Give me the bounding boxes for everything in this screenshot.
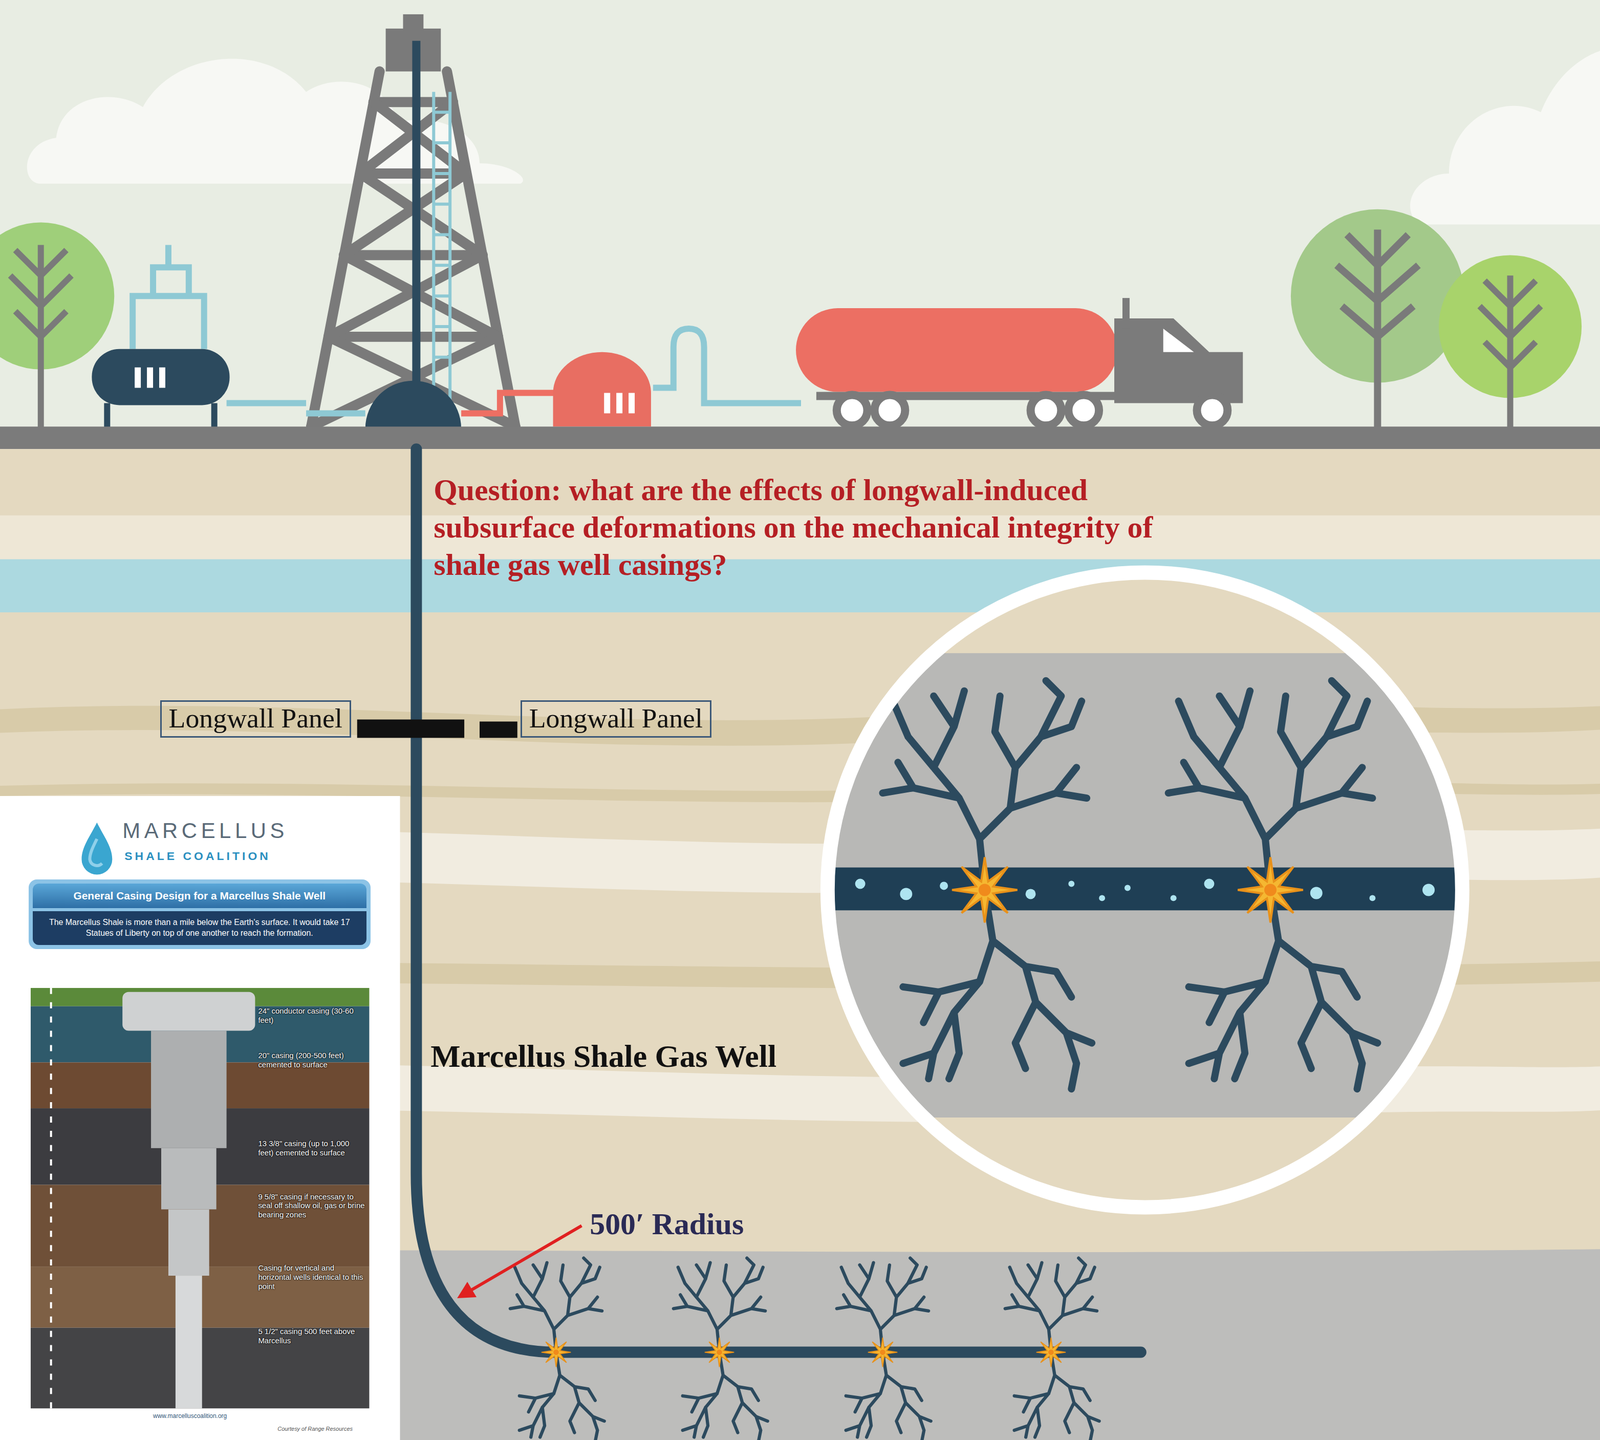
question-title: Question: what are the effects of longwa… — [433, 471, 1189, 584]
panel-label: Longwall Panel — [168, 701, 343, 736]
radius-label: 500′ Radius — [589, 1205, 744, 1243]
casing-label: 24" conductor casing (30-60 feet) — [257, 1006, 365, 1025]
casing-label: 5 1/2" casing 500 feet above Marcellus — [257, 1326, 365, 1346]
url-note: www.marcelluscoalition.org — [153, 1412, 227, 1420]
banner-heading: General Casing Design for a Marcellus Sh… — [32, 883, 367, 908]
casing-label: 9 5/8" casing if necessary to seal off s… — [257, 1192, 365, 1220]
credit-note: Courtesy of Range Resources — [277, 1425, 353, 1433]
logo-subtitle: SHALE COALITION — [124, 849, 271, 863]
panel-label: Longwall Panel — [529, 701, 703, 736]
longwall-panel-box: Longwall Panel — [160, 700, 352, 739]
logo-wordmark: MARCELLUS — [122, 818, 289, 843]
longwall-panel-box: Longwall Panel — [520, 700, 712, 739]
poster-panel: MARCELLUS SHALE COALITION General Casing D… — [0, 795, 401, 1440]
banner-body: The Marcellus Shale is more than a mile … — [32, 911, 367, 945]
poster-banner: General Casing Design for a Marcellus Sh… — [28, 879, 371, 949]
casing-label: 20" casing (200-500 feet) cemented to su… — [257, 1050, 365, 1070]
well-label: Marcellus Shale Gas Well — [430, 1036, 777, 1075]
casing-label: Casing for vertical and horizontal wells… — [257, 1263, 365, 1291]
casing-label: 13 3/8" casing (up to 1,000 feet) cement… — [257, 1138, 365, 1158]
